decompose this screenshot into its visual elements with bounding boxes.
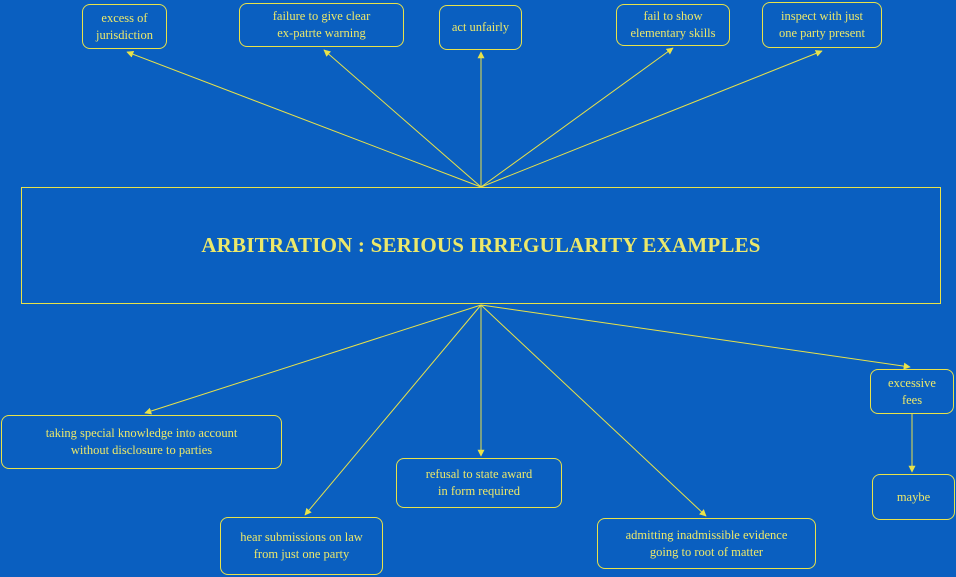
edge-inadmissible-evidence: [480, 304, 707, 517]
edge-excessive-fees: [480, 304, 911, 370]
node-failure-warning-label: failure to give clear ex-patrte warning: [272, 9, 371, 40]
node-act-unfairly: act unfairly: [439, 5, 522, 50]
node-inspect-one-party-label: inspect with just one party present: [778, 9, 866, 40]
node-hear-submissions: hear submissions on law from just one pa…: [220, 517, 383, 575]
node-inadmissible-evidence: admitting inadmissible evidence going to…: [597, 518, 816, 569]
node-excessive-fees-label: excessive fees: [888, 375, 936, 407]
node-fail-skills-label: fail to show elementary skills: [630, 9, 716, 40]
node-refusal-award: refusal to state award in form required: [396, 458, 562, 508]
node-excess-jurisdiction-label: excess of jurisdiction: [96, 10, 153, 42]
edge-excess-jurisdiction: [126, 50, 482, 188]
node-excess-jurisdiction: excess of jurisdiction: [82, 4, 167, 49]
central-topic: ARBITRATION : SERIOUS IRREGULARITY EXAMP…: [21, 187, 941, 304]
node-special-knowledge: taking special knowledge into account wi…: [1, 415, 282, 469]
node-maybe: maybe: [872, 474, 955, 520]
node-inspect-one-party: inspect with just one party present: [762, 2, 882, 48]
central-title: ARBITRATION : SERIOUS IRREGULARITY EXAMP…: [201, 233, 761, 257]
node-hear-submissions-label: hear submissions on law from just one pa…: [240, 530, 363, 561]
node-maybe-label: maybe: [896, 489, 931, 504]
node-special-knowledge-label: taking special knowledge into account wi…: [45, 426, 238, 457]
node-refusal-award-label: refusal to state award in form required: [425, 467, 533, 498]
node-failure-warning: failure to give clear ex-patrte warning: [239, 3, 404, 47]
node-fail-skills: fail to show elementary skills: [616, 4, 730, 46]
edge-failure-warning: [323, 49, 482, 188]
node-excessive-fees: excessive fees: [870, 369, 954, 414]
node-act-unfairly-label: act unfairly: [451, 20, 510, 34]
edge-fail-skills: [480, 47, 674, 188]
edge-hear-submissions: [304, 304, 482, 516]
node-inadmissible-evidence-label: admitting inadmissible evidence going to…: [625, 527, 788, 559]
edge-special-knowledge: [144, 304, 482, 415]
edge-inspect-one-party: [480, 50, 823, 188]
